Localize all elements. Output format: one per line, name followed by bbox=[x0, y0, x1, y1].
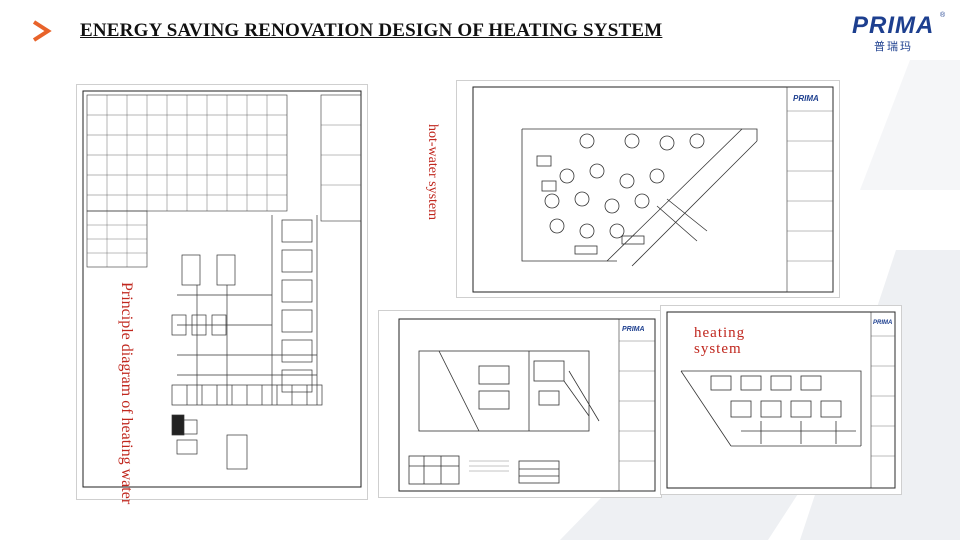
drawing-stamp-brand: PRIMA bbox=[793, 94, 819, 103]
principle-diagram-svg bbox=[82, 90, 362, 488]
principle-diagram-label: Principle diagram of heating water bbox=[118, 282, 135, 505]
logo-subtitle: 普瑞玛 bbox=[874, 40, 913, 53]
hot-water-system-label: hot-water system bbox=[425, 124, 440, 221]
logo-brand: PRIMA bbox=[852, 12, 935, 39]
background-shape bbox=[860, 60, 960, 190]
company-logo: PRIMA ® 普瑞玛 bbox=[848, 12, 948, 56]
page-title: ENERGY SAVING RENOVATION DESIGN OF HEATI… bbox=[80, 20, 663, 41]
hot-water-system-svg: PRIMA bbox=[472, 86, 834, 293]
chevron-right-icon bbox=[32, 20, 52, 42]
principle-diagram-drawing bbox=[76, 84, 368, 500]
floor-plan-svg: PRIMA bbox=[398, 318, 656, 492]
drawing-stamp-brand: PRIMA bbox=[622, 326, 645, 333]
heating-system-drawing: PRIMA bbox=[660, 305, 902, 495]
logo-registered-mark: ® bbox=[940, 12, 946, 19]
drawing-stamp-brand: PRIMA bbox=[873, 320, 892, 326]
heating-system-svg: PRIMA bbox=[666, 311, 896, 489]
floor-plan-drawing: PRIMA bbox=[378, 310, 662, 498]
heating-system-label: heating system bbox=[694, 325, 746, 357]
hot-water-system-drawing: PRIMA bbox=[456, 80, 840, 298]
